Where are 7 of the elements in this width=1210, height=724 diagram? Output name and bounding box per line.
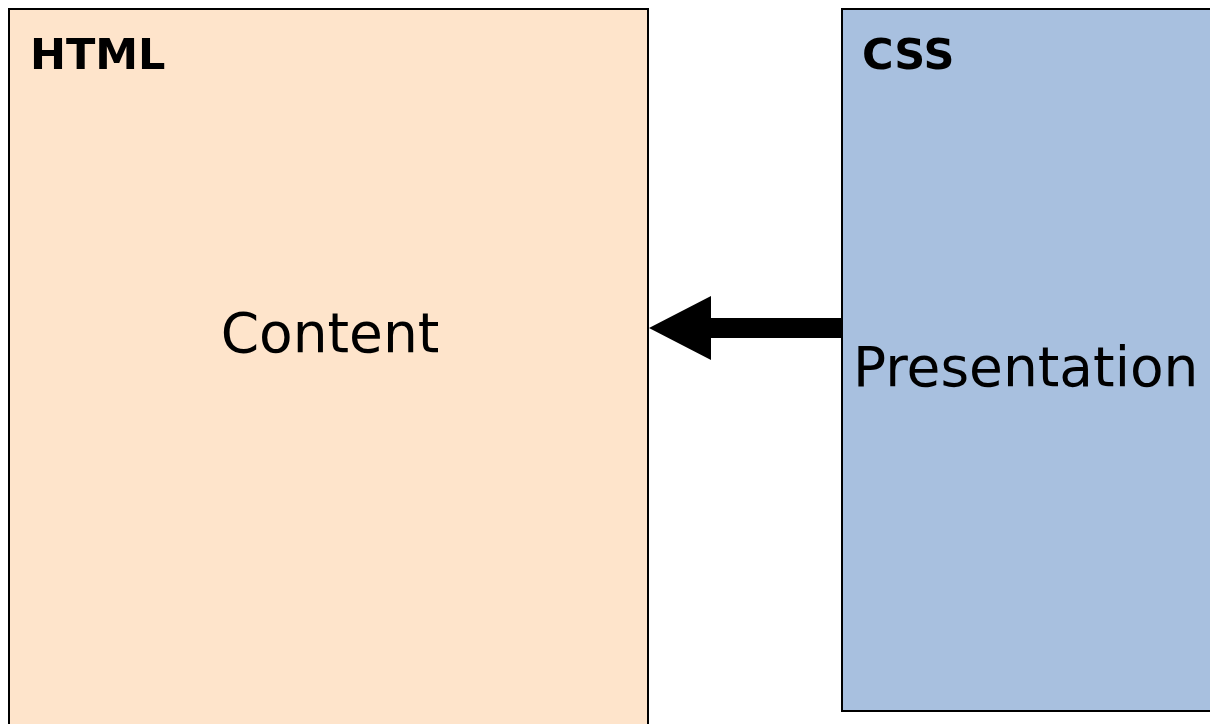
panel-heading: CSS: [862, 33, 955, 76]
panel-box: [841, 8, 1210, 712]
arrow: [649, 296, 841, 360]
panel-text: Content: [219, 306, 441, 361]
panel-box: [8, 8, 649, 724]
panel-heading: HTML: [30, 33, 166, 76]
panel-text: Presentation: [853, 340, 1199, 395]
